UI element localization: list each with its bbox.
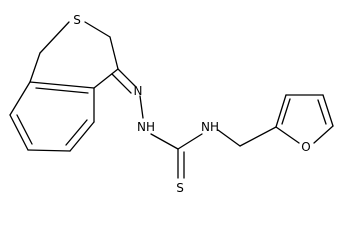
bond-nh2-ch2: [217, 129, 241, 147]
bond-c8-c7-inner: [16, 114, 33, 145]
bond-c8a-c8: [9, 81, 31, 116]
bond-c3-c4: [109, 36, 119, 70]
bond-cthio-nh2: [177, 133, 203, 150]
bond-n1-nh: [139, 95, 144, 119]
chemical-structure: S N NH NH S O: [9, 13, 334, 195]
bond-c8a-c4a: [29, 81, 95, 89]
atom-label-furan-oxygen: O: [301, 140, 310, 154]
atom-label-hydrazone-n: N: [134, 84, 143, 98]
bond-furan-c4-c5-inner: [317, 99, 327, 125]
bond-c7-c6: [27, 149, 71, 152]
bond-ch2-furan: [239, 126, 277, 147]
bond-c4-c4a: [93, 68, 119, 89]
bond-furan-c2-c3-inner: [281, 98, 291, 125]
bond-furan-c4-c5: [322, 94, 334, 127]
bond-c8-c7-outer: [9, 114, 29, 151]
atom-label-thione-sulfur: S: [176, 181, 184, 195]
bond-s2-c3: [84, 21, 111, 38]
bond-lines: [9, 21, 334, 179]
bond-c6-c5-outer: [69, 121, 95, 152]
bond-c1-s2: [39, 21, 70, 54]
atom-label-hydrazone-nh: NH: [137, 120, 155, 134]
bond-furan-o-c2: [275, 126, 300, 144]
bond-c4-n1-a: [117, 68, 137, 88]
bond-furan-c5-o: [313, 125, 334, 144]
bond-furan-c2-c3: [275, 94, 287, 128]
atom-label-ring-sulfur: S: [73, 13, 81, 27]
bond-nh-cthio: [150, 133, 179, 150]
bond-c4-n1-b: [111, 73, 132, 94]
atom-labels: S N NH NH S O: [73, 13, 311, 195]
bond-c1-c8a: [29, 52, 41, 83]
bond-c6-c5-inner: [65, 119, 88, 146]
atom-label-amide-nh: NH: [201, 120, 219, 134]
bond-c8a-c4a-inner: [35, 87, 89, 94]
